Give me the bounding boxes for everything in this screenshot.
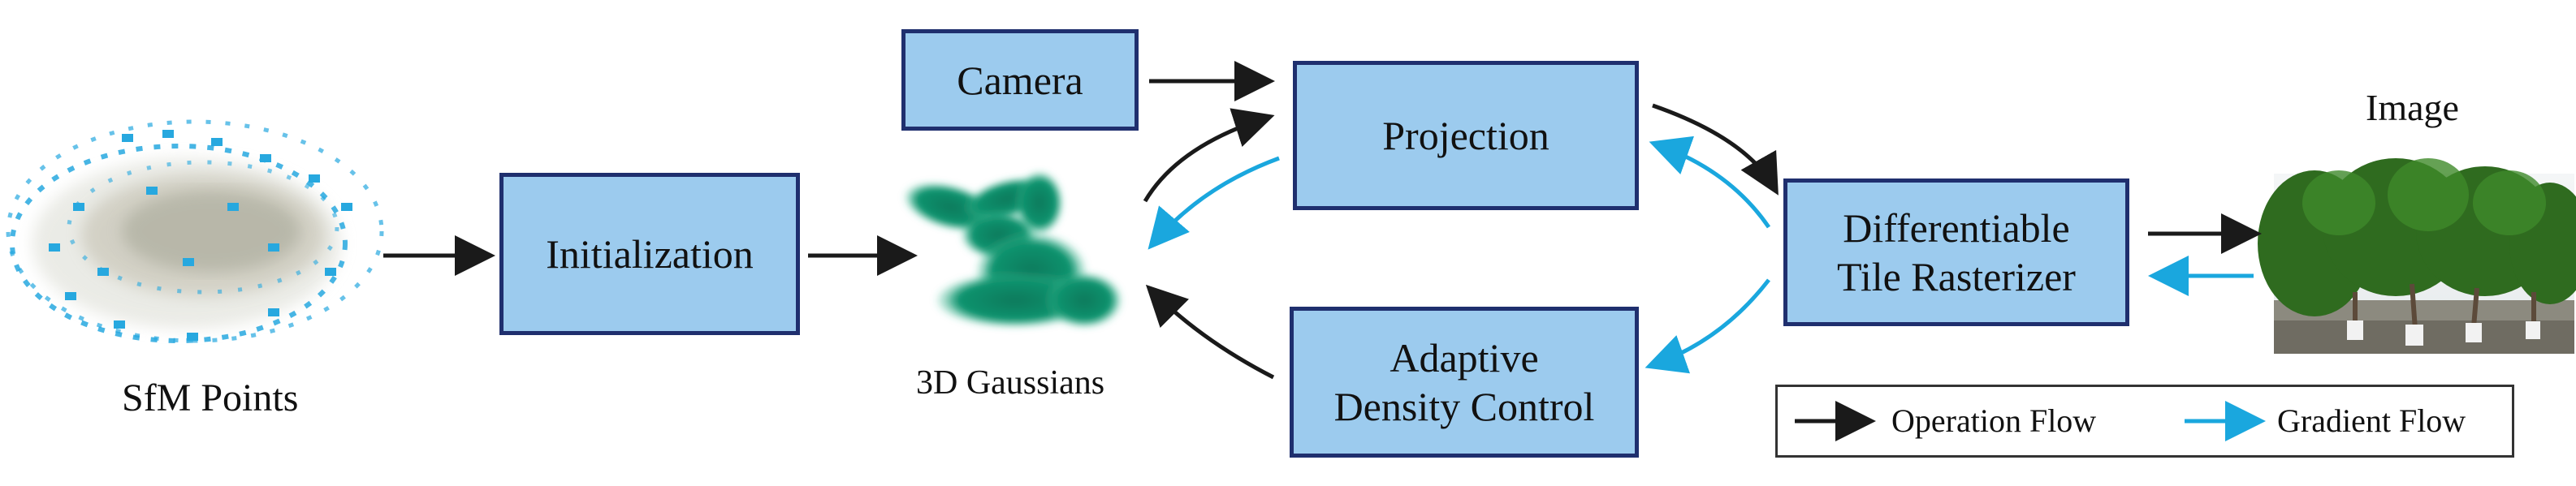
adaptive-label-line1: Adaptive [1390,335,1539,381]
adaptive-density-control-box: Adaptive Density Control [1290,307,1639,458]
legend: Operation Flow Gradient Flow [1775,385,2514,458]
rasterizer-label-line2: Tile Rasterizer [1837,254,2076,299]
arrow-adaptive-to-gaussians [1145,284,1275,380]
camera-box: Camera [901,29,1139,131]
gaussian-blobs-icon [902,170,1123,329]
projection-box: Projection [1293,61,1639,210]
projection-label: Projection [1382,113,1549,158]
rasterizer-label-line1: Differentiable [1843,205,2070,251]
initialization-label: Initialization [546,231,754,277]
legend-gradient-label: Gradient Flow [2277,402,2466,439]
sfm-points-label: SfM Points [122,376,299,419]
arrow-projection-to-rasterizer [1652,103,1779,196]
sfm-point-cloud-icon [6,119,384,343]
operation-flow-arrows [383,61,2262,380]
camera-label: Camera [957,57,1083,103]
arrow-gaussians-to-projection [1143,108,1275,203]
gradient-flow-arrows [1148,135,2254,374]
arrow-rasterizer-to-projection [1649,135,1771,229]
adaptive-label-line2: Density Control [1333,384,1595,429]
rasterizer-box: Differentiable Tile Rasterizer [1783,178,2129,326]
arrow-rasterizer-to-adaptive [1645,278,1770,374]
gaussians-label: 3D Gaussians [916,364,1105,402]
arrow-projection-to-gaussians [1148,156,1280,250]
image-label: Image [2366,87,2459,128]
tree-photo-icon [2258,158,2576,354]
legend-operation-label: Operation Flow [1891,402,2097,439]
initialization-box: Initialization [499,173,800,335]
